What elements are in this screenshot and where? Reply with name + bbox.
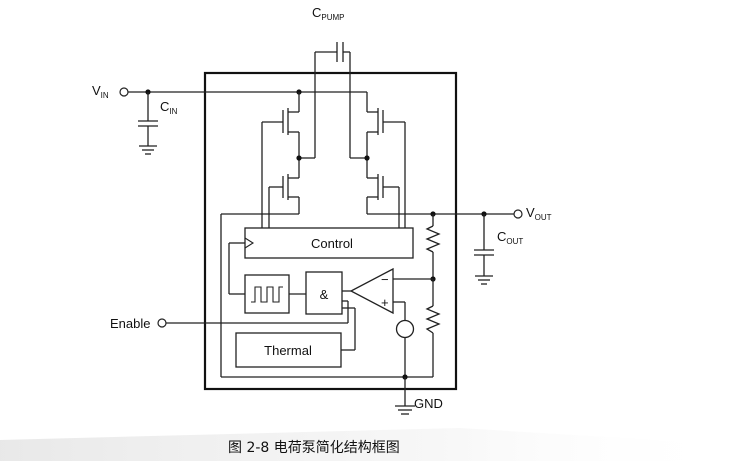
and-gate-label: & — [320, 287, 329, 302]
left-mosfet-lower — [269, 155, 315, 214]
vout-terminal[interactable] — [513, 209, 523, 219]
feedback-resistor-lower — [425, 279, 441, 377]
cout-ground-symbol — [475, 275, 493, 285]
cpump-label: CPUMP — [312, 5, 345, 22]
vin-label: VIN — [92, 83, 109, 100]
enable-terminal[interactable] — [157, 318, 167, 328]
vout-rail — [367, 211, 514, 217]
page-shadow — [0, 428, 737, 461]
left-mosfet-upper — [262, 92, 300, 158]
left-gate-wiring — [221, 122, 299, 228]
and-gate-block — [305, 271, 343, 315]
gnd-label: GND — [414, 396, 443, 411]
control-clock-input-marker — [244, 237, 255, 249]
square-wave-icon — [251, 286, 283, 303]
enable-label: Enable — [110, 316, 150, 331]
ic-package-outline — [203, 71, 458, 391]
gnd-ground-symbol — [395, 405, 415, 415]
cout-capacitor — [474, 214, 494, 276]
vout-label: VOUT — [526, 205, 552, 222]
control-label: Control — [311, 236, 353, 251]
figure-caption: 图 2-8 电荷泵简化结构框图 — [228, 439, 400, 456]
opamp-plus-to-reference — [393, 301, 406, 320]
opamp-plus-sign: + — [381, 295, 389, 310]
cin-label: CIN — [160, 99, 178, 116]
cout-label: COUT — [497, 229, 523, 246]
enable-wire — [166, 300, 349, 324]
right-gate-wiring — [398, 122, 406, 228]
cin-capacitor — [138, 92, 158, 146]
oscillator-to-control-wire — [228, 242, 245, 295]
opamp-minus-sign: − — [381, 272, 389, 287]
right-mosfet-upper — [366, 92, 405, 158]
feedback-resistor-upper — [425, 214, 441, 282]
right-mosfet-lower — [350, 155, 399, 214]
vin-terminal[interactable] — [119, 87, 129, 97]
vin-rail — [128, 89, 367, 95]
reference-voltage-source — [395, 319, 415, 339]
comparator-opamp — [349, 267, 394, 315]
cin-ground-symbol — [139, 145, 157, 155]
thermal-label: Thermal — [264, 343, 312, 358]
inner-ground-rail — [221, 374, 433, 406]
cpump-capacitor — [314, 42, 351, 158]
